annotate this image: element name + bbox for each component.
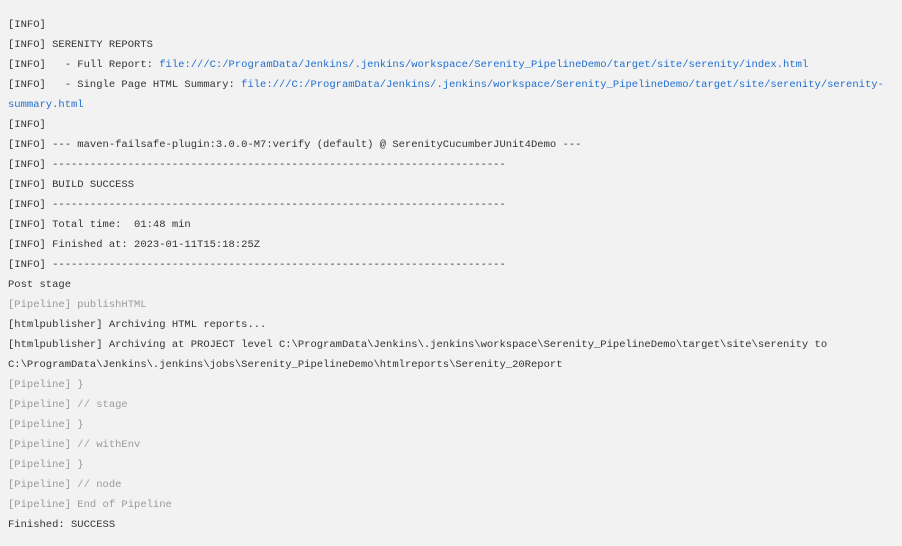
log-line: [INFO] ---------------------------------… [8, 195, 896, 215]
log-line-text: [Pipeline] } [8, 418, 84, 431]
log-line: [INFO] Finished at: 2023-01-11T15:18:25Z [8, 235, 896, 255]
log-line-text: [INFO] Finished at: 2023-01-11T15:18:25Z [8, 238, 261, 251]
log-line-text: [INFO] ---------------------------------… [8, 158, 506, 171]
log-line-text: [INFO] BUILD SUCCESS [8, 178, 135, 191]
pipeline-log-line: [Pipeline] End of Pipeline [8, 495, 896, 515]
log-line: [INFO] ---------------------------------… [8, 255, 896, 275]
pipeline-log-line: [Pipeline] // withEnv [8, 435, 896, 455]
log-line-text: [Pipeline] End of Pipeline [8, 498, 172, 511]
log-line-text: Post stage [8, 278, 72, 291]
log-line: Finished: SUCCESS [8, 515, 896, 535]
log-line-text: [htmlpublisher] Archiving at PROJECT lev… [8, 338, 834, 371]
pipeline-log-line: [Pipeline] publishHTML [8, 295, 896, 315]
log-line-text: [Pipeline] } [8, 458, 84, 471]
report-link[interactable]: file:///C:/ProgramData/Jenkins/.jenkins/… [8, 78, 884, 111]
pipeline-log-line: [Pipeline] } [8, 375, 896, 395]
log-line-text: [INFO] [8, 18, 46, 31]
log-line: [htmlpublisher] Archiving HTML reports..… [8, 315, 896, 335]
log-line: [INFO] [8, 15, 896, 35]
log-line: [INFO] SERENITY REPORTS [8, 35, 896, 55]
log-line-text: Finished: SUCCESS [8, 518, 116, 531]
log-line: [INFO] [8, 115, 896, 135]
log-line-text: [Pipeline] publishHTML [8, 298, 147, 311]
log-line-text: [INFO] - Single Page HTML Summary: [8, 78, 242, 91]
console-output: [INFO] [INFO] SERENITY REPORTS [INFO] - Fu… [0, 11, 896, 535]
log-line: Post stage [8, 275, 896, 295]
log-line: [INFO] BUILD SUCCESS [8, 175, 896, 195]
log-line: [INFO] --- maven-failsafe-plugin:3.0.0-M… [8, 135, 896, 155]
log-line-text: [INFO] SERENITY REPORTS [8, 38, 153, 51]
pipeline-log-line: [Pipeline] // node [8, 475, 896, 495]
pipeline-log-line: [Pipeline] } [8, 455, 896, 475]
log-line: [htmlpublisher] Archiving at PROJECT lev… [8, 335, 896, 375]
log-line-text: [Pipeline] // node [8, 478, 122, 491]
log-line-text: [htmlpublisher] Archiving HTML reports..… [8, 318, 267, 331]
log-line-text: [INFO] ---------------------------------… [8, 198, 506, 211]
log-line-text: [INFO] Total time: 01:48 min [8, 218, 191, 231]
log-line-text: [Pipeline] } [8, 378, 84, 391]
log-line: [INFO] ---------------------------------… [8, 155, 896, 175]
log-line-text: [INFO] ---------------------------------… [8, 258, 506, 271]
log-line: [INFO] - Single Page HTML Summary: file:… [8, 75, 896, 115]
log-line-text: [INFO] [8, 118, 46, 131]
log-line-text: [Pipeline] // withEnv [8, 438, 141, 451]
log-line-text: [Pipeline] // stage [8, 398, 128, 411]
log-line: [INFO] Total time: 01:48 min [8, 215, 896, 235]
report-link[interactable]: file:///C:/ProgramData/Jenkins/.jenkins/… [159, 58, 809, 71]
pipeline-log-line: [Pipeline] // stage [8, 395, 896, 415]
log-line-text: [INFO] --- maven-failsafe-plugin:3.0.0-M… [8, 138, 582, 151]
log-line: [INFO] - Full Report: file:///C:/Program… [8, 55, 896, 75]
pipeline-log-line: [Pipeline] } [8, 415, 896, 435]
log-line-text: [INFO] - Full Report: [8, 58, 160, 71]
